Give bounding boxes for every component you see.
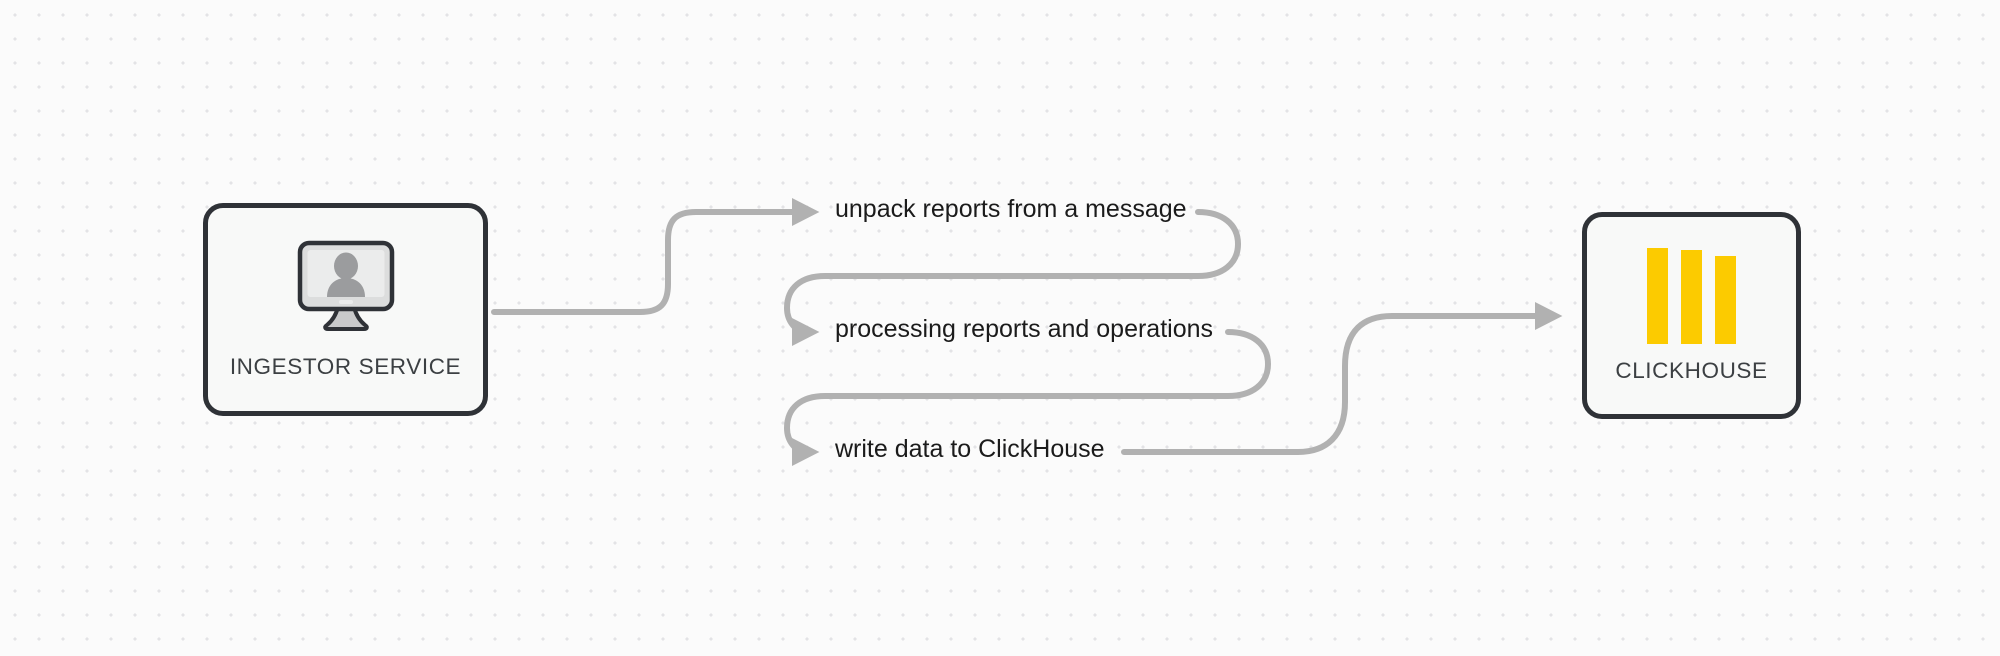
node-clickhouse[interactable]: CLICKHOUSE: [1582, 212, 1801, 419]
clickhouse-logo-bar-2: [1681, 249, 1702, 344]
clickhouse-logo-icon: [1647, 247, 1736, 344]
monitor-user-icon: [294, 239, 398, 336]
edge-label-write-data: write data to ClickHouse: [835, 435, 1105, 463]
edge-path-processing: [784, 209, 1241, 347]
clickhouse-logo-bar-3: [1715, 255, 1736, 344]
edge-label-unpack-reports: unpack reports from a message: [835, 195, 1187, 223]
edge-label-processing-reports: processing reports and operations: [835, 315, 1214, 343]
clickhouse-logo-bar-1: [1647, 247, 1668, 344]
node-ingestor-label: INGESTOR SERVICE: [229, 354, 462, 379]
node-ingestor-service[interactable]: INGESTOR SERVICE: [203, 203, 488, 416]
node-clickhouse-label: CLICKHOUSE: [1615, 357, 1768, 383]
edge-path-write: [784, 329, 1271, 467]
edge-path-unpack: [491, 197, 820, 315]
